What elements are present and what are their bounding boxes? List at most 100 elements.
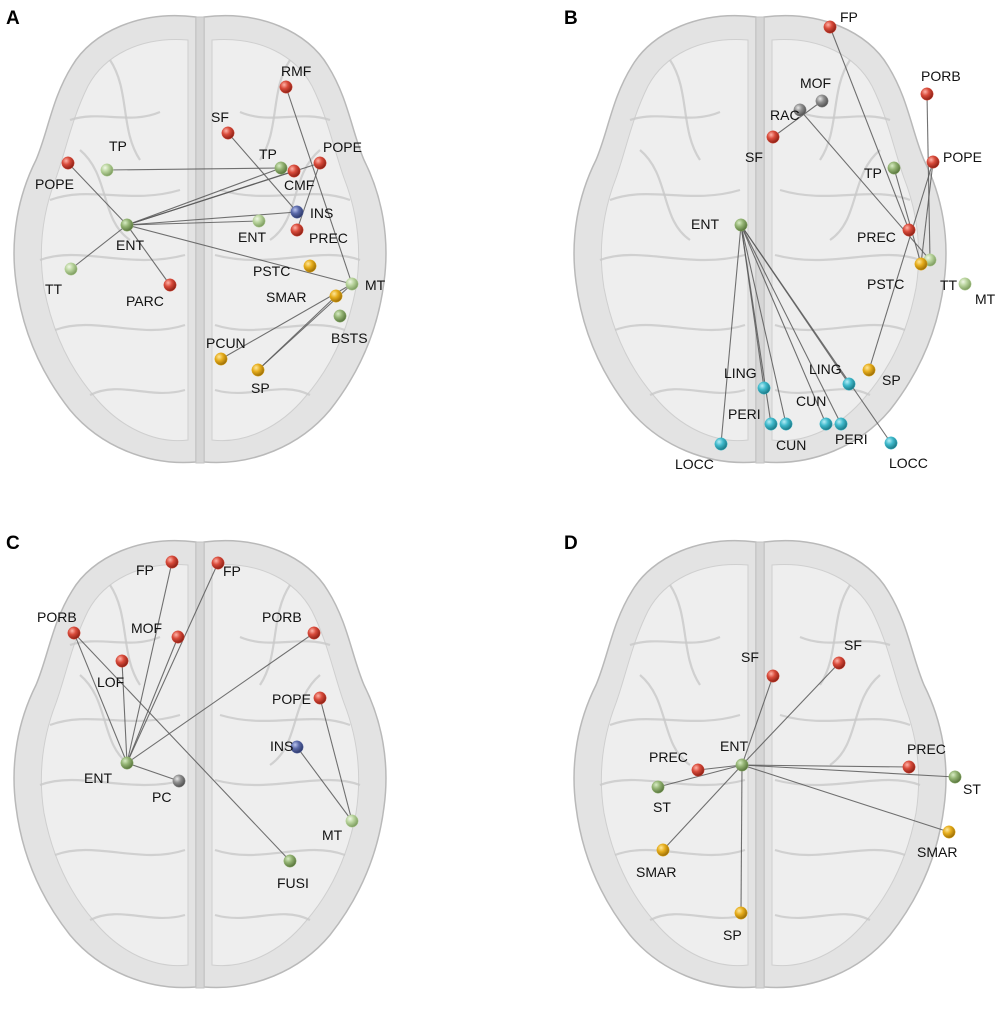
region-node bbox=[120, 756, 134, 770]
connection-edge bbox=[740, 764, 743, 914]
region-node bbox=[942, 825, 956, 839]
gyrus-fold bbox=[49, 188, 181, 202]
region-label: FP bbox=[136, 562, 154, 578]
gyrus-fold bbox=[609, 713, 741, 727]
gyrus-fold bbox=[819, 59, 851, 161]
region-label: LING bbox=[809, 361, 842, 377]
gyrus-fold bbox=[669, 584, 701, 686]
region-label: POPE bbox=[272, 691, 311, 707]
region-node bbox=[67, 626, 81, 640]
gyrus-fold bbox=[649, 388, 746, 396]
connection-edge bbox=[740, 224, 827, 425]
region-label: PREC bbox=[309, 230, 348, 246]
region-label: PORB bbox=[37, 609, 77, 625]
connection-edge bbox=[126, 211, 298, 226]
connection-edge bbox=[126, 562, 219, 764]
region-label: LOCC bbox=[889, 455, 928, 471]
connection-edge bbox=[126, 561, 173, 764]
region-node bbox=[926, 155, 940, 169]
left-hemisphere-inner bbox=[600, 563, 749, 967]
panel-letter: C bbox=[6, 533, 20, 554]
gyrus-fold bbox=[774, 913, 871, 921]
region-node bbox=[734, 906, 748, 920]
gyrus-fold bbox=[259, 584, 291, 686]
connection-edge bbox=[829, 26, 910, 231]
region-label: ST bbox=[653, 799, 671, 815]
region-label: LING bbox=[724, 365, 757, 381]
region-label: PREC bbox=[649, 749, 688, 765]
gyrus-fold bbox=[819, 584, 851, 686]
region-label: BSTS bbox=[331, 330, 368, 346]
region-label: MT bbox=[322, 827, 343, 843]
region-node bbox=[61, 156, 75, 170]
brain-outline bbox=[573, 540, 947, 989]
region-node bbox=[274, 161, 288, 175]
connection-edge bbox=[296, 162, 321, 231]
region-label: SF bbox=[211, 109, 229, 125]
longitudinal-fissure bbox=[195, 16, 205, 464]
region-label: MT bbox=[975, 291, 996, 307]
gyrus-fold bbox=[109, 584, 141, 686]
connection-edge bbox=[126, 636, 179, 764]
connection-edge bbox=[697, 764, 743, 771]
region-label: CUN bbox=[776, 437, 806, 453]
gyrus-fold bbox=[799, 635, 891, 647]
region-node bbox=[221, 126, 235, 140]
gyrus-fold bbox=[774, 253, 921, 262]
region-node bbox=[691, 763, 705, 777]
gyrus-fold bbox=[649, 913, 746, 921]
region-node bbox=[902, 760, 916, 774]
region-node bbox=[656, 843, 670, 857]
gyrus-fold bbox=[599, 778, 746, 787]
region-node bbox=[251, 363, 265, 377]
region-label: PC bbox=[152, 789, 171, 805]
region-node bbox=[283, 854, 297, 868]
region-label: FUSI bbox=[277, 875, 309, 891]
connection-edge bbox=[70, 224, 128, 270]
gyrus-fold bbox=[629, 635, 721, 647]
right-hemisphere-inner bbox=[211, 563, 360, 967]
region-node bbox=[735, 758, 749, 772]
region-node bbox=[313, 156, 327, 170]
gyrus-fold bbox=[774, 848, 906, 857]
connection-edge bbox=[868, 161, 934, 371]
connection-edge bbox=[126, 162, 321, 226]
brain-outline bbox=[13, 15, 387, 464]
region-label: PORB bbox=[262, 609, 302, 625]
gyrus-fold bbox=[49, 713, 181, 727]
region-node bbox=[920, 87, 934, 101]
region-label: TT bbox=[45, 281, 63, 297]
region-node bbox=[887, 161, 901, 175]
region-label: POPE bbox=[35, 176, 74, 192]
gyrus-fold bbox=[214, 388, 311, 396]
right-hemisphere-inner bbox=[211, 38, 360, 442]
longitudinal-fissure bbox=[755, 16, 765, 464]
gyrus-fold bbox=[239, 110, 331, 122]
region-label: ENT bbox=[720, 738, 748, 754]
region-node bbox=[764, 417, 778, 431]
region-label: POPE bbox=[323, 139, 362, 155]
region-node bbox=[651, 780, 665, 794]
region-label: SP bbox=[882, 372, 901, 388]
region-label: ENT bbox=[116, 237, 144, 253]
connection-edge bbox=[73, 632, 291, 862]
gyrus-fold bbox=[259, 59, 291, 161]
region-node bbox=[345, 814, 359, 828]
right-hemisphere-inner bbox=[771, 563, 920, 967]
region-label: PSTC bbox=[867, 276, 904, 292]
region-node bbox=[884, 436, 898, 450]
region-label: SMAR bbox=[266, 289, 306, 305]
connection-edge bbox=[126, 167, 282, 226]
connection-edge bbox=[126, 762, 180, 782]
region-label: MOF bbox=[131, 620, 162, 636]
connection-edge bbox=[741, 662, 840, 766]
panel-letter: B bbox=[564, 8, 578, 29]
gyrus-fold bbox=[829, 674, 881, 766]
gyrus-fold bbox=[79, 149, 131, 241]
connection-edge bbox=[67, 162, 128, 226]
gyrus-fold bbox=[54, 848, 186, 857]
edge-layer bbox=[67, 86, 353, 371]
gyrus-fold bbox=[639, 149, 691, 241]
